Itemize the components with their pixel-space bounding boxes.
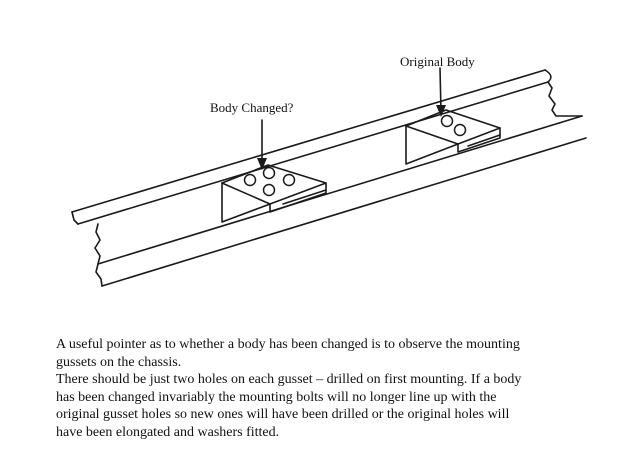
caption-line: A useful pointer as to whether a body ha… bbox=[56, 337, 520, 352]
arrow-body-changed bbox=[257, 119, 267, 170]
chassis-diagram: Body Changed? Original Body bbox=[71, 54, 587, 287]
caption-line: gussets on the chassis. bbox=[56, 354, 182, 370]
gusset-hole bbox=[262, 166, 276, 180]
label-original-body: Original Body bbox=[400, 54, 475, 69]
caption-line: original gusset holes so new ones will h… bbox=[56, 407, 510, 422]
gusset-hole bbox=[243, 173, 257, 187]
caption-line: has been changed invariably the mounting… bbox=[56, 389, 497, 405]
arrow-original-body bbox=[436, 67, 446, 117]
gusset-hole bbox=[282, 173, 296, 187]
caption-line: have been elongated and washers fitted. bbox=[56, 424, 280, 440]
caption: A useful pointer as to whether a body ha… bbox=[56, 336, 616, 441]
label-body-changed: Body Changed? bbox=[210, 100, 294, 115]
gusset-right bbox=[405, 109, 501, 165]
gusset-left bbox=[221, 164, 327, 223]
caption-line: There should be just two holes on each g… bbox=[56, 372, 522, 387]
gusset-hole bbox=[453, 123, 467, 137]
chassis-rail bbox=[71, 69, 587, 287]
gusset-hole bbox=[440, 114, 454, 128]
gusset-hole bbox=[262, 183, 276, 197]
